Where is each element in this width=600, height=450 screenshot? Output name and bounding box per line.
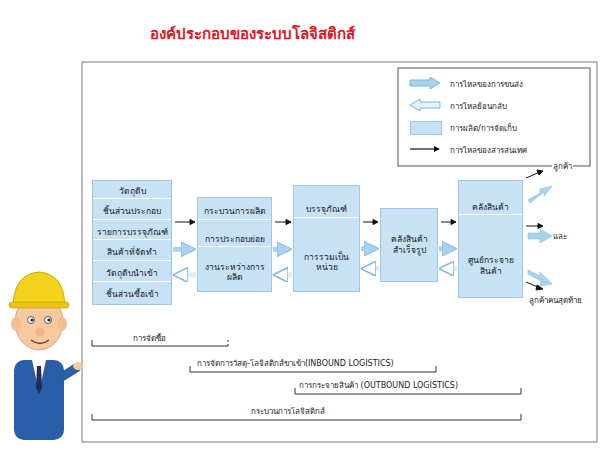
box-text: กระบวนการผลิต xyxy=(198,204,271,220)
legend-text: การไหลของการขนส่ง xyxy=(450,78,523,91)
title: องค์ประกอบของระบบโลจิสติกส์ xyxy=(150,22,355,46)
box-text: วัตถุดิบนำเข้า xyxy=(93,266,171,282)
bracket-label: การจัดซื้อ xyxy=(132,332,167,345)
legend-symbol xyxy=(408,98,442,112)
box-text: บรรจุภัณฑ์ xyxy=(294,202,359,218)
bracket-label: กระบวนการโลจิสติกส์ xyxy=(250,405,326,418)
box-text: งานระหว่างการผลิต xyxy=(198,260,271,285)
box-text: คลังสินค้า xyxy=(459,200,522,216)
customer-label: และ xyxy=(552,230,568,243)
box-text: ศูนย์กระจายสินค้า xyxy=(459,253,522,278)
storage-box: บรรจุภัณฑ์การรวมเป็นหน่วย xyxy=(293,185,360,292)
customer-label: ลูกค้า xyxy=(552,160,573,173)
storage-box: วัตถุดิบชิ้นส่วนประกอบรายการบรรจุภัณฑ์สิ… xyxy=(92,180,172,305)
box-text: ชิ้นส่วนซื้อเข้า xyxy=(93,287,171,302)
transport-flow-arrow xyxy=(173,247,193,252)
storage-box: คลังสินค้าศูนย์กระจายสินค้า xyxy=(458,180,523,298)
worker-illustration xyxy=(9,272,83,440)
transport-flow-arrow xyxy=(273,247,289,252)
legend-box xyxy=(398,68,590,166)
box-text: วัตถุดิบ xyxy=(93,184,171,200)
box-text: รายการบรรจุภัณฑ์ xyxy=(93,225,171,241)
legend-text: การไหลย้อนกลับ xyxy=(450,100,507,113)
bracket-label: การกระจายสินค้า (OUTBOUND LOGISTICS) xyxy=(298,379,459,392)
legend-symbol xyxy=(408,142,442,156)
legend-swatch xyxy=(410,121,442,135)
legend-symbol xyxy=(408,76,442,90)
box-text: คลังสินค้าสำเร็จรูป xyxy=(381,232,437,257)
transport-flow-arrow xyxy=(361,246,376,251)
reverse-flow-arrow xyxy=(442,266,457,271)
reverse-flow-arrow xyxy=(176,272,196,277)
frame xyxy=(82,62,597,442)
bracket-label: การจัดการวัสดุ-โลจิสติกส์ขาเข้า(INBOUND … xyxy=(196,357,395,370)
customer-arrows xyxy=(528,186,552,286)
box-text: ชิ้นส่วนประกอบ xyxy=(93,204,171,220)
transport-flow-arrow xyxy=(439,246,454,251)
box-text: สินค้าที่จัดทำ xyxy=(93,245,171,261)
legend-text: การไหลของสารสนเทศ xyxy=(450,144,527,157)
box-text: การรวมเป็นหน่วย xyxy=(294,250,359,275)
customer-label: ลูกค้าคนสุดท้าย xyxy=(528,294,583,307)
reverse-flow-arrow xyxy=(276,272,292,277)
storage-box: กระบวนการผลิตการประกอบย่อยงานระหว่างการผ… xyxy=(197,197,272,292)
brackets xyxy=(92,340,521,420)
reverse-flow-arrow xyxy=(364,266,379,271)
storage-box: คลังสินค้าสำเร็จรูป xyxy=(380,208,438,282)
legend-text: การผลิต/การจัดเก็บ xyxy=(450,122,517,135)
box-text: การประกอบย่อย xyxy=(198,232,271,248)
